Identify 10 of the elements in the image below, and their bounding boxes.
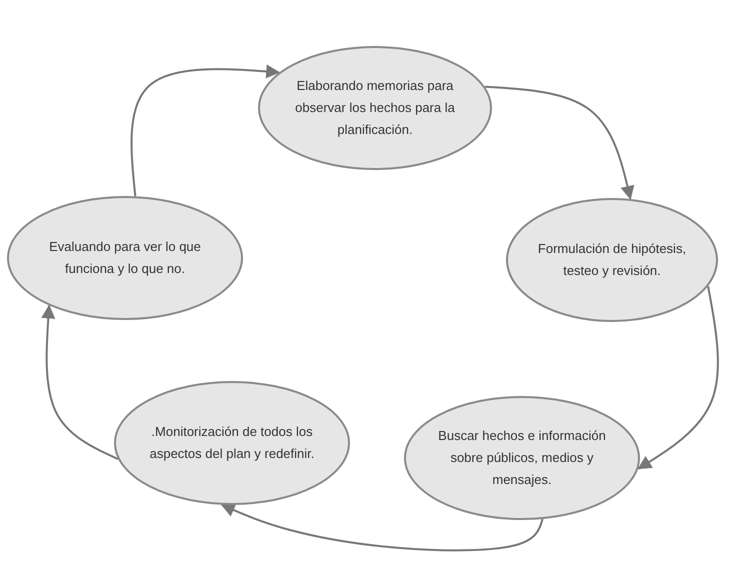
arrow [41,304,118,460]
step-text: .Monitorización de todos los aspectos del plan y redefinir. [148,423,316,463]
step-text: Elaborando memorias para observar los hechos para la planificación. [294,77,456,139]
arrow [130,64,280,196]
arrow [484,86,634,200]
step-text: Buscar hechos e información sobre públicos, medios y mensajes. [437,427,607,489]
arrow [220,504,544,552]
arrow [637,286,719,470]
step-text: Formulación de hipótesis, testeo y revisión. [536,240,688,280]
step-text: Evaluando para ver lo que funciona y lo que no. [48,238,202,278]
